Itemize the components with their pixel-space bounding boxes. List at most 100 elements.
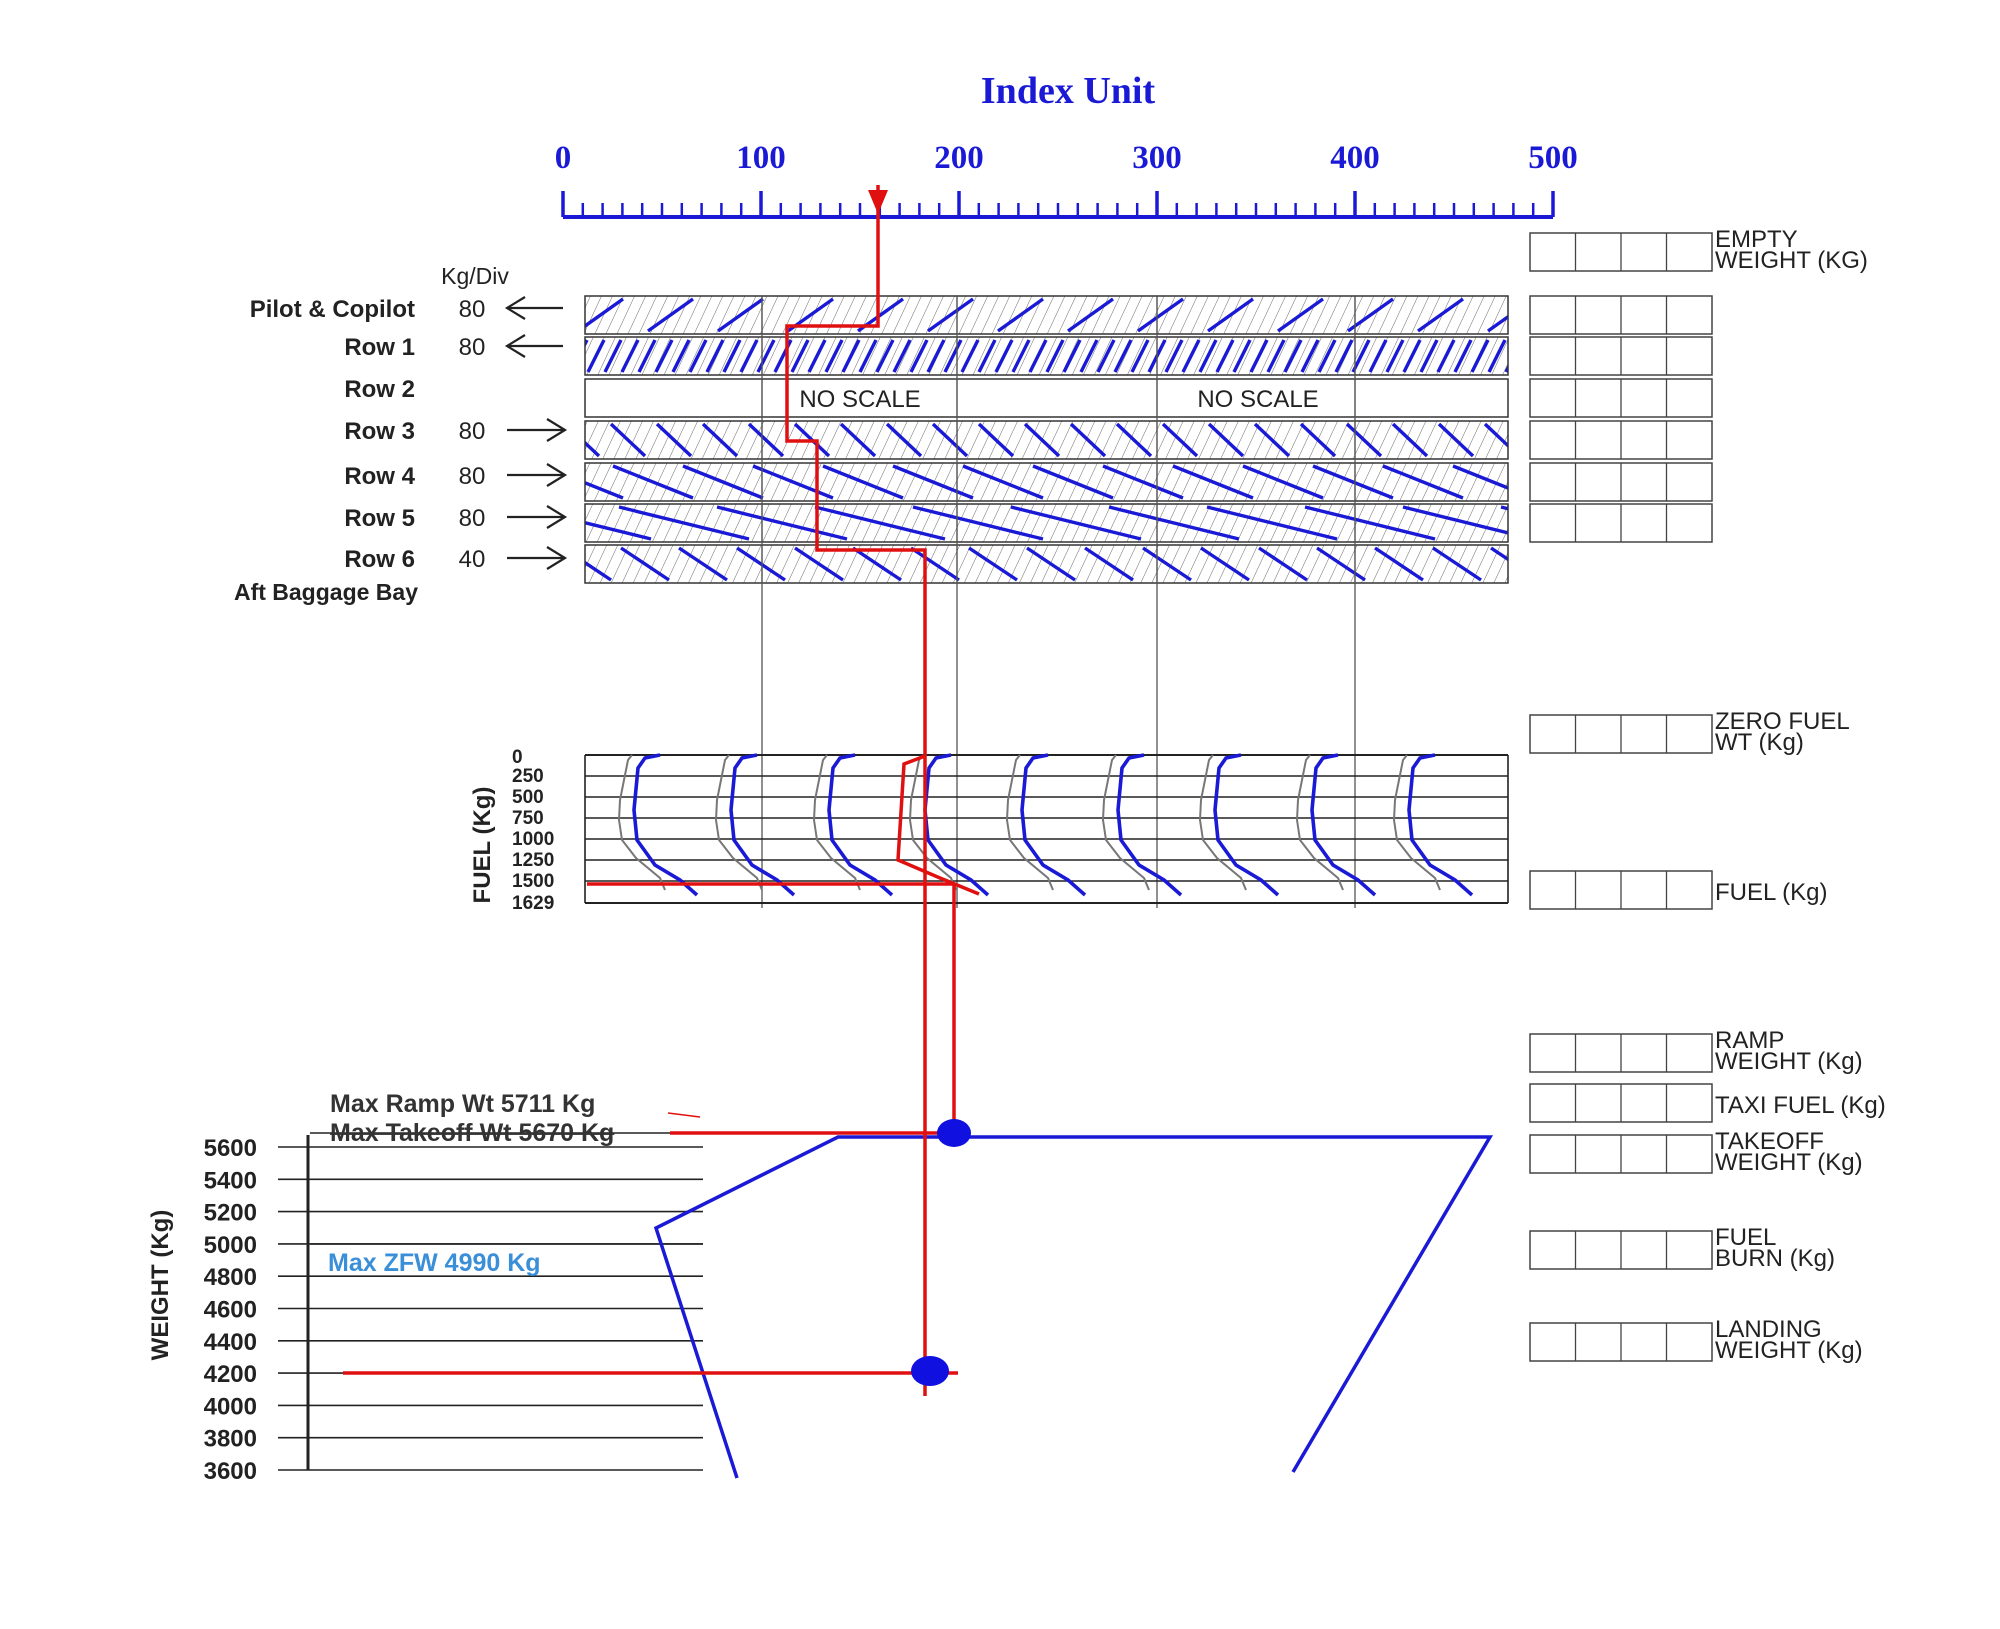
weight-tick-label: 4800 (204, 1264, 257, 1291)
row-hatch-line (892, 464, 974, 500)
entry-box-5 (1529, 420, 1713, 460)
row-hatch-line (1277, 297, 1324, 333)
row-arrow-icon (504, 334, 563, 358)
row-hatch-line (807, 339, 827, 373)
fuel-curve-grey (617, 754, 666, 891)
row-label: Row 1 (344, 334, 415, 361)
row-strip-border (584, 378, 1509, 418)
row-hatch-line (717, 297, 764, 333)
row-hatch-line (682, 464, 764, 500)
fuel-tick-label: 1500 (512, 871, 554, 892)
entry-box-label: WEIGHT (Kg) (1715, 1149, 1863, 1176)
row-arrow-icon (507, 505, 568, 529)
fuel-curve (1116, 753, 1183, 897)
row-strip-2 (584, 336, 1509, 376)
row-kg-div-value: 80 (459, 463, 486, 490)
entry-box-2 (1529, 295, 1713, 335)
row-hatch-line (1215, 339, 1235, 373)
row-hatch-line (505, 548, 553, 580)
row-arrow-icon (507, 546, 568, 570)
row-hatch-line (968, 546, 1018, 582)
row-hatch-line (620, 339, 640, 373)
row-arrow-icon (507, 463, 568, 487)
row-hatch-line (688, 339, 708, 373)
row-hatch-line (620, 546, 670, 582)
row-hatch-line (722, 339, 742, 373)
row-hatch-line (1028, 339, 1048, 373)
takeoff-point (937, 1119, 971, 1147)
row-hatch-line (1391, 422, 1429, 458)
row-hatch-line (824, 339, 844, 373)
row-hatch-line (1549, 548, 1597, 580)
row-arrow-icon (504, 296, 563, 320)
entry-box-label: LANDING (1715, 1316, 1822, 1343)
row-kg-div-value: 80 (459, 296, 486, 323)
row-hatch-line (926, 339, 946, 373)
weight-tick-label: 4200 (204, 1361, 257, 1388)
row-hatch-line (1137, 297, 1184, 333)
fuel-curve (827, 753, 894, 897)
fuel-curve (1310, 753, 1377, 897)
row-hatch-line (1161, 422, 1199, 458)
arrow-head (546, 505, 568, 529)
row-hatch-line (1317, 339, 1337, 373)
fuel-axis-title: FUEL (Kg) (469, 787, 496, 904)
row-hatch-line (1351, 339, 1371, 373)
index-tick-label: 400 (1330, 140, 1380, 176)
arrow-head (546, 463, 568, 487)
row-strip-1 (584, 295, 1509, 335)
fuel-curves (617, 753, 1474, 897)
row-strip-hatch-area (505, 546, 1597, 582)
row-hatch-line (1130, 339, 1150, 373)
row-hatch-line (736, 546, 786, 582)
row-hatch-line (1079, 339, 1099, 373)
row-hatch-line (1232, 339, 1252, 373)
row-hatch-line (960, 339, 980, 373)
weight-tick-label: 4400 (204, 1329, 257, 1356)
row-hatch-line (423, 507, 553, 539)
row-label: Row 4 (344, 463, 415, 490)
entry-box-label: FUEL (Kg) (1715, 879, 1827, 906)
fuel-curve-area (617, 753, 1474, 897)
row-hatch-line (841, 339, 861, 373)
row-hatch-line (739, 339, 759, 373)
row-hatch-line (1206, 505, 1338, 541)
index-tick-label: 300 (1132, 140, 1182, 176)
entry-box-label: WEIGHT (Kg) (1715, 1337, 1863, 1364)
fuel-curve-grey (1101, 754, 1150, 891)
row-hatch-line (1172, 464, 1254, 500)
row-hatch-line (1402, 505, 1508, 535)
row-hatch-line (618, 505, 750, 541)
fuel-curve-grey (1392, 754, 1441, 891)
row-hatch-line (1207, 297, 1254, 333)
index-pointer-arrow (868, 190, 888, 214)
row-strips (423, 295, 1597, 584)
row-hatch-line (875, 339, 895, 373)
row-hatch-line (647, 297, 694, 333)
row-hatch-line (585, 440, 601, 458)
row-hatch-line (1432, 546, 1482, 582)
row-hatch-line (1102, 464, 1184, 500)
row-hatch-line (585, 480, 624, 500)
entry-box-7 (1529, 503, 1713, 543)
fuel-tick-label: 250 (512, 766, 544, 787)
max-zfw-label: Max ZFW 4990 Kg (328, 1249, 541, 1277)
entry-box-label: WT (Kg) (1715, 729, 1804, 756)
row-hatch-line (586, 339, 606, 373)
row-hatch-line (705, 339, 725, 373)
row-hatch-line (858, 339, 878, 373)
row-hatch-line (671, 339, 691, 373)
weight-axis-title: WEIGHT (Kg) (147, 1210, 174, 1361)
row-hatch-line (1084, 546, 1134, 582)
fuel-curve (1020, 753, 1087, 897)
row-hatch-line (1164, 339, 1184, 373)
row-strip-border (584, 503, 1509, 543)
row-hatch-line (1181, 339, 1201, 373)
fuel-curve (1407, 753, 1474, 897)
row-hatch-line (977, 422, 1015, 458)
